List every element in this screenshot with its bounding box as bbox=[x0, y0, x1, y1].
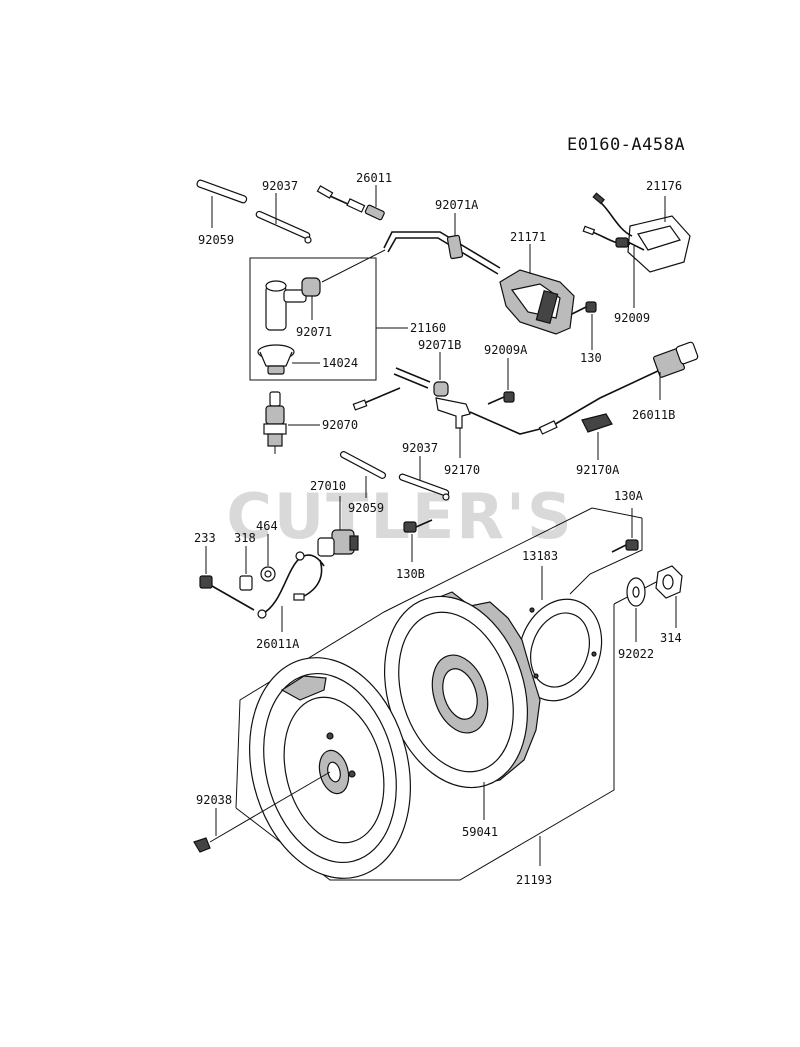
spark-plug-92070 bbox=[263, 391, 287, 454]
label-21160: 21160 bbox=[410, 321, 446, 335]
label-92038: 92038 bbox=[196, 793, 232, 807]
clip-92170A bbox=[581, 413, 613, 460]
label-21171: 21171 bbox=[510, 230, 546, 244]
label-14024: 14024 bbox=[322, 356, 358, 370]
washer-464 bbox=[260, 534, 276, 582]
bolt-233 bbox=[199, 546, 255, 611]
label-92070: 92070 bbox=[322, 418, 358, 432]
label-21193: 21193 bbox=[516, 873, 552, 887]
wire-harness-26011B bbox=[538, 341, 699, 435]
label-314: 314 bbox=[660, 631, 682, 645]
plug-cap-assembly-frame bbox=[249, 257, 377, 381]
label-92009: 92009 bbox=[614, 311, 650, 325]
label-92022: 92022 bbox=[618, 647, 654, 661]
ignition-lead bbox=[321, 213, 501, 283]
watermark: CUTLER'S bbox=[226, 480, 573, 553]
flywheel-21193 bbox=[249, 657, 541, 879]
label-464: 464 bbox=[256, 519, 278, 533]
nut-314 bbox=[655, 565, 683, 628]
wire-grommet-92071B bbox=[393, 352, 449, 397]
plug-boot-14024 bbox=[257, 344, 295, 375]
wire-harness-26011A bbox=[257, 551, 325, 632]
key-92038 bbox=[193, 771, 331, 853]
label-13183: 13183 bbox=[522, 549, 558, 563]
plug-cap bbox=[265, 277, 321, 331]
pin-92037-mid bbox=[398, 456, 450, 501]
nut-318 bbox=[239, 546, 253, 591]
bolt-130 bbox=[571, 301, 597, 350]
label-92037-mid: 92037 bbox=[402, 441, 438, 455]
ignition-coil-21171 bbox=[499, 244, 575, 335]
label-92071: 92071 bbox=[296, 325, 332, 339]
diagram-code: E0160-A458A bbox=[567, 135, 685, 155]
label-130B: 130B bbox=[396, 567, 425, 581]
label-26011: 26011 bbox=[356, 171, 392, 185]
label-130A: 130A bbox=[614, 489, 644, 503]
ignition-module-21176 bbox=[582, 192, 691, 273]
label-318: 318 bbox=[234, 531, 256, 545]
bolt-92009 bbox=[615, 237, 645, 308]
label-27010: 27010 bbox=[310, 479, 346, 493]
wire-harness-26011 bbox=[316, 185, 385, 221]
pin-92059-top bbox=[196, 179, 248, 228]
label-26011B: 26011B bbox=[632, 408, 675, 422]
label-92059-top: 92059 bbox=[198, 233, 234, 247]
label-26011A: 26011A bbox=[256, 637, 300, 651]
bracket-92170 bbox=[352, 387, 553, 458]
label-92009A: 92009A bbox=[484, 343, 528, 357]
label-21176: 21176 bbox=[646, 179, 682, 193]
label-92170A: 92170A bbox=[576, 463, 620, 477]
label-92071B: 92071B bbox=[418, 338, 461, 352]
washer-92022 bbox=[626, 577, 646, 642]
bolt-130A bbox=[611, 508, 639, 553]
pin-92037-top bbox=[255, 193, 312, 244]
plate-13183 bbox=[517, 566, 603, 702]
label-130: 130 bbox=[580, 351, 602, 365]
bolt-130B bbox=[403, 519, 433, 562]
label-92071A: 92071A bbox=[435, 198, 479, 212]
label-59041: 59041 bbox=[462, 825, 498, 839]
pulser-coil-27010 bbox=[317, 496, 359, 557]
label-233: 233 bbox=[194, 531, 216, 545]
fan-59041 bbox=[383, 591, 541, 820]
pin-92059-mid bbox=[339, 451, 387, 498]
label-92170: 92170 bbox=[444, 463, 480, 477]
bolt-92009A bbox=[487, 358, 515, 405]
label-92059-mid: 92059 bbox=[348, 501, 384, 515]
label-92037-top: 92037 bbox=[262, 179, 298, 193]
